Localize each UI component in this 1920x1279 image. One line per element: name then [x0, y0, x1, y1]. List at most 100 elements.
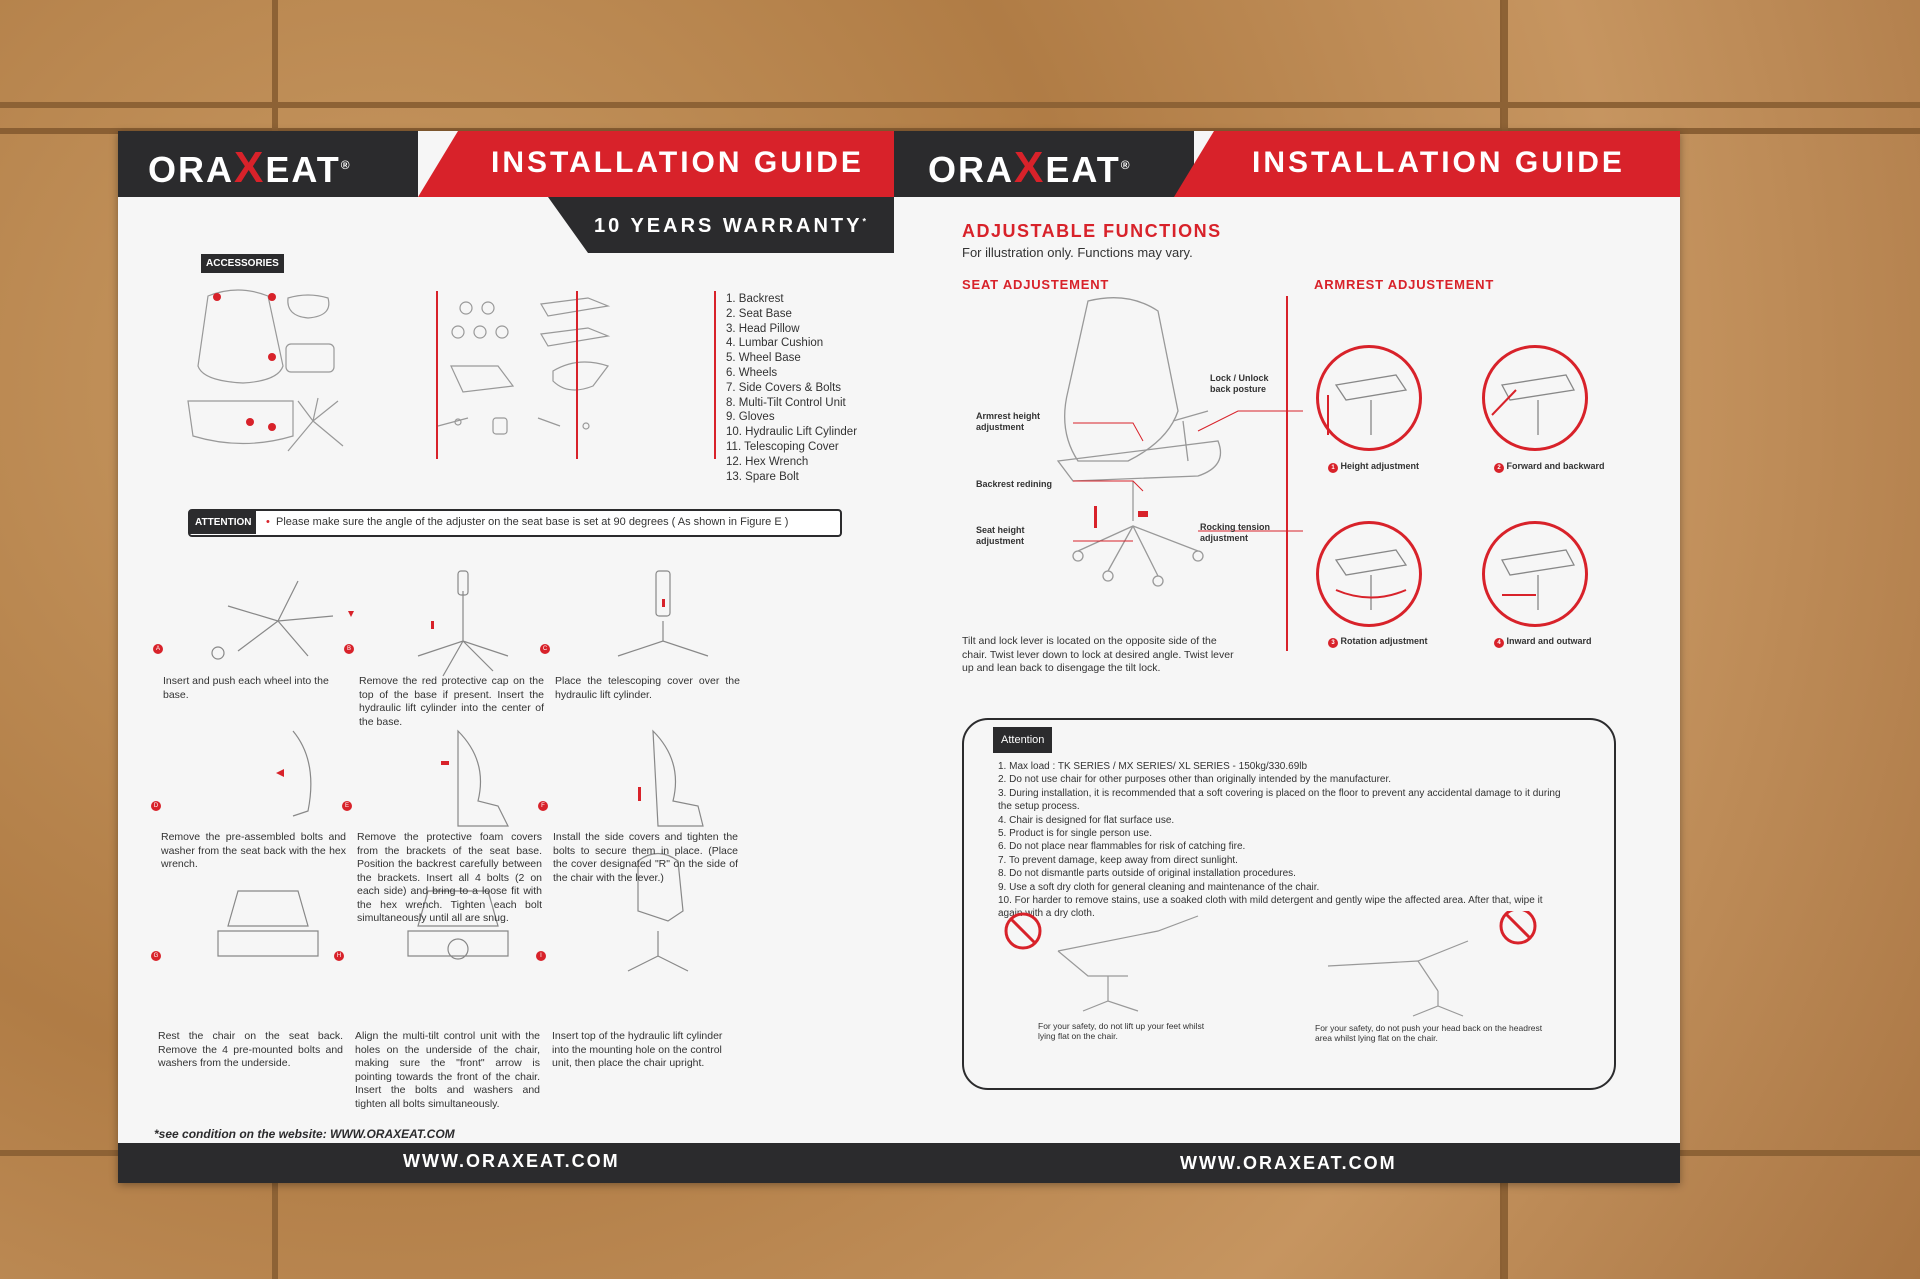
list-item: 1. Backrest	[726, 293, 784, 305]
list-item: 5. Product is for single person use.	[998, 828, 1152, 840]
step-c-text: Place the telescoping cover over the hyd…	[555, 675, 740, 701]
footer-url: WWW.ORAXEAT.COM	[403, 1151, 620, 1171]
part-number-dot	[268, 423, 276, 431]
step-label-f: F	[538, 801, 548, 811]
list-item: 11. Telescoping Cover	[726, 440, 839, 453]
list-item: 10. Hydraulic Lift Cylinder	[726, 426, 858, 439]
functions-subtitle: For illustration only. Functions may var…	[962, 245, 1193, 260]
list-item: 8. Do not dismantle parts outside of ori…	[998, 868, 1296, 880]
list-item: 4. Lumbar Cushion	[726, 337, 824, 350]
functions-title: ADJUSTABLE FUNCTIONS	[962, 221, 1222, 241]
list-item: 8. Multi-Tilt Control Unit	[726, 396, 846, 409]
step-label-e: E	[342, 801, 352, 811]
step-f-text: Install the side covers and tighten the …	[553, 831, 738, 884]
tilt-lock-note: Tilt and lock lever is located on the op…	[962, 635, 1234, 674]
list-item: 2. Do not use chair for other purposes o…	[998, 774, 1392, 786]
attention-tag: ATTENTION	[190, 511, 257, 534]
list-item: 10. For harder to remove stains, use a s…	[998, 895, 1543, 920]
installation-guide-sheet: ORAXEAT® INSTALLATION GUIDE 10 YEARS WAR…	[118, 131, 1680, 1183]
attention-box	[188, 509, 842, 537]
list-item: 6. Do not place near flammables for risk…	[998, 841, 1246, 853]
seat-height-label: Seat height adjustment	[976, 525, 1025, 546]
assembly-steps-illustration	[211, 570, 709, 972]
footer-url: WWW.ORAXEAT.COM	[1180, 1153, 1397, 1173]
parts-list: 1. Backrest 2. Seat Base 3. Head Pillow …	[726, 292, 857, 484]
page-title: INSTALLATION GUIDE	[1252, 146, 1625, 179]
step-h-text: Align the multi-tilt control unit with t…	[355, 1030, 540, 1110]
list-item: 6. Wheels	[726, 366, 778, 379]
step-label-a: A	[153, 644, 163, 654]
list-item: 4. Chair is designed for flat surface us…	[998, 814, 1175, 826]
armrest-inward-outward-illustration	[1482, 521, 1588, 627]
list-item: 9. Use a soft dry cloth for general clea…	[998, 881, 1320, 893]
step-label-d: D	[151, 801, 161, 811]
armrest-forward-backward-illustration	[1482, 345, 1588, 451]
divider	[714, 291, 716, 459]
armrest-height-label: Armrest height adjustment	[976, 411, 1041, 432]
divider	[1286, 296, 1288, 651]
arm-item-2: 2 Forward and backward	[1494, 461, 1605, 473]
list-item: 7. To prevent damage, keep away from dir…	[998, 854, 1238, 866]
seat-chair-illustration	[1056, 297, 1222, 587]
title-bar	[1174, 131, 1680, 197]
arm-item-3: 3 Rotation adjustment	[1328, 636, 1428, 648]
arm-item-4: 4 Inward and outward	[1494, 636, 1592, 648]
warranty-bar	[548, 197, 894, 253]
step-d-text: Remove the pre-assembled bolts and washe…	[161, 831, 346, 870]
part-number-dot	[246, 418, 254, 426]
seat-adjustement-title: SEAT ADJUSTEMENT	[962, 277, 1110, 292]
accessories-tag: ACCESSORIES	[201, 254, 284, 273]
part-number-dot	[268, 293, 276, 301]
logo-bar	[894, 131, 1194, 197]
list-item: 3. During installation, it is recommende…	[998, 787, 1561, 813]
accessories-illustration	[187, 289, 611, 452]
list-item: 7. Side Covers & Bolts	[726, 381, 842, 394]
attention-panel-tag: Attention	[993, 727, 1053, 753]
callout-lines	[1073, 410, 1303, 542]
condition-note: *see condition on the website: WWW.ORAXE…	[154, 1127, 455, 1141]
oraxeat-logo: ORAXEAT®	[148, 143, 352, 192]
arm-item-1: 1 Height adjustment	[1328, 461, 1419, 473]
rocking-tension-label: Rocking tension adjustment	[1200, 522, 1271, 543]
step-a-text: Insert and push each wheel into the base…	[163, 675, 329, 701]
attention-panel	[962, 718, 1616, 1090]
part-number-dot	[268, 353, 276, 361]
list-item: 2. Seat Base	[726, 307, 792, 320]
title-bar	[418, 131, 894, 197]
warranty-text: 10 YEARS WARRANTY*	[594, 215, 869, 237]
attention-note: • Please make sure the angle of the adju…	[266, 516, 789, 528]
safety-illustrations	[1004, 911, 1537, 1017]
lock-unlock-label: Lock / Unlock back posture	[1210, 373, 1269, 394]
attention-list: 1. Max load : TK SERIES / MX SERIES/ XL …	[998, 760, 1568, 921]
step-b-text: Remove the red protective cap on the top…	[359, 675, 544, 728]
divider	[436, 291, 438, 459]
step-e-text: Remove the protective foam covers from t…	[357, 831, 542, 924]
list-item: 12. Hex Wrench	[726, 455, 809, 468]
step-g-text: Rest the chair on the seat back. Remove …	[158, 1030, 343, 1069]
armrest-drawings	[1327, 374, 1576, 610]
step-label-g: G	[151, 951, 161, 961]
armrest-rotation-illustration	[1316, 521, 1422, 627]
armrest-adjustement-title: ARMREST ADJUSTEMENT	[1314, 277, 1495, 292]
safety-head-note: For your safety, do not push your head b…	[1315, 1023, 1543, 1043]
step-label-h: H	[334, 951, 344, 961]
part-number-dot	[213, 293, 221, 301]
step-label-i: I	[536, 951, 546, 961]
step-i-text: Insert top of the hydraulic lift cylinde…	[552, 1030, 723, 1069]
safety-feet-note: For your safety, do not lift up your fee…	[1038, 1021, 1205, 1041]
list-item: 1. Max load : TK SERIES / MX SERIES/ XL …	[998, 761, 1308, 772]
footer-bar	[118, 1143, 1680, 1183]
backrest-label: Backrest redining	[976, 479, 1053, 489]
list-item: 9. Gloves	[726, 411, 775, 424]
armrest-height-illustration	[1316, 345, 1422, 451]
list-item: 3. Head Pillow	[726, 322, 800, 335]
list-item: 5. Wheel Base	[726, 352, 801, 365]
floor-grout	[0, 102, 1920, 108]
logo-bar	[118, 131, 418, 197]
list-item: 13. Spare Bolt	[726, 470, 799, 483]
divider	[576, 291, 578, 459]
page-title: INSTALLATION GUIDE	[491, 146, 864, 179]
step-label-c: C	[540, 644, 550, 654]
oraxeat-logo: ORAXEAT®	[928, 143, 1132, 192]
step-label-b: B	[344, 644, 354, 654]
